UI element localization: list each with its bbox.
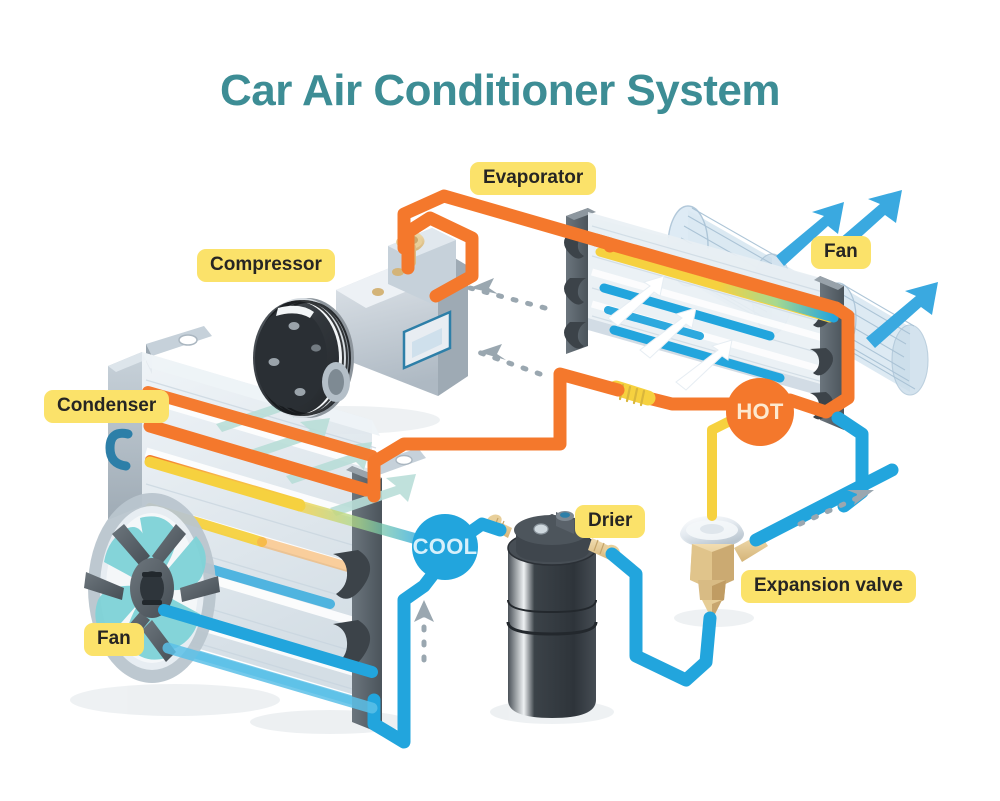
flow-arrow-mid [475, 344, 543, 377]
flow-arrow-cool-up [414, 600, 434, 663]
drier-unit [486, 511, 620, 718]
label-expansion-valve: Expansion valve [741, 570, 916, 603]
condenser-fan [84, 493, 220, 683]
label-compressor: Compressor [197, 249, 335, 282]
expansion-valve-unit [680, 516, 768, 620]
label-drier: Drier [575, 505, 646, 538]
label-fan-condenser: Fan [84, 623, 144, 656]
evaporator-cold-air-arrows [607, 275, 733, 391]
label-evaporator: Evaporator [470, 162, 597, 195]
compressor-unit [253, 228, 468, 418]
condenser-brackets [146, 326, 426, 492]
flow-arrow-suction [797, 490, 874, 527]
badge-cool: COOL [412, 514, 478, 580]
flow-arrow-top [467, 278, 548, 311]
condenser-right-ubends [333, 550, 371, 669]
label-condenser: Condenser [44, 390, 170, 423]
label-fan-evaporator: Fan [811, 236, 871, 269]
flow-direction-arrows [414, 278, 874, 663]
page-title: Car Air Conditioner System [220, 66, 780, 115]
badge-hot: HOT [726, 378, 794, 446]
